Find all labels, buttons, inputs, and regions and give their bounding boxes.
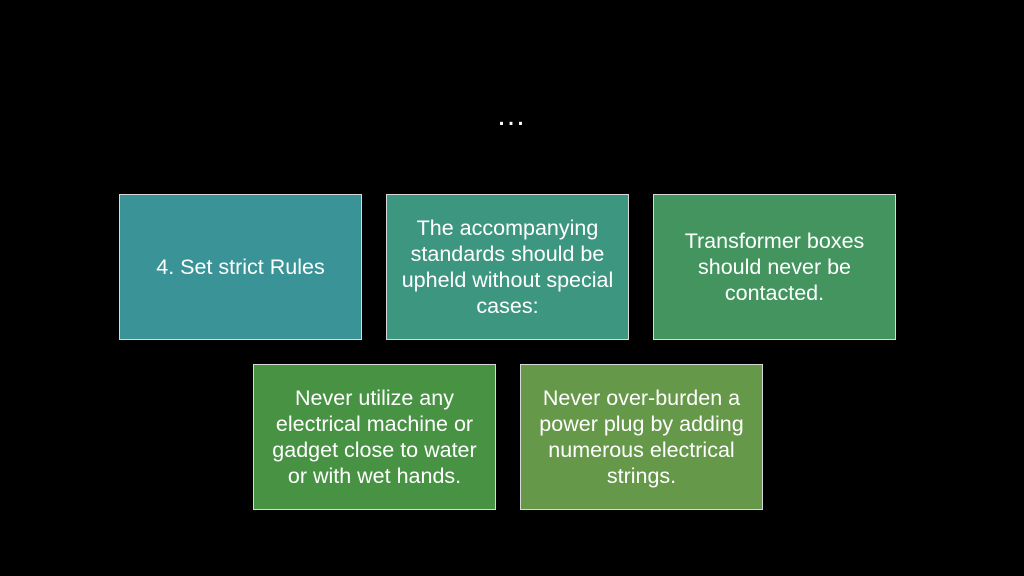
rules-box-text: 4. Set strict Rules <box>156 255 325 279</box>
water-safety-box-text: Never utilize any electrical machine or … <box>272 386 477 488</box>
transformer-box: Transformer boxes should never be contac… <box>653 194 896 340</box>
slide-title: … <box>496 99 528 132</box>
rules-box: 4. Set strict Rules <box>119 194 362 340</box>
power-plug-box-text: Never over-burden a power plug by adding… <box>539 386 744 488</box>
standards-box-text: The accompanying standards should be uph… <box>401 216 614 318</box>
water-safety-box: Never utilize any electrical machine or … <box>253 364 496 510</box>
standards-box: The accompanying standards should be uph… <box>386 194 629 340</box>
transformer-box-text: Transformer boxes should never be contac… <box>684 229 865 305</box>
power-plug-box: Never over-burden a power plug by adding… <box>520 364 763 510</box>
